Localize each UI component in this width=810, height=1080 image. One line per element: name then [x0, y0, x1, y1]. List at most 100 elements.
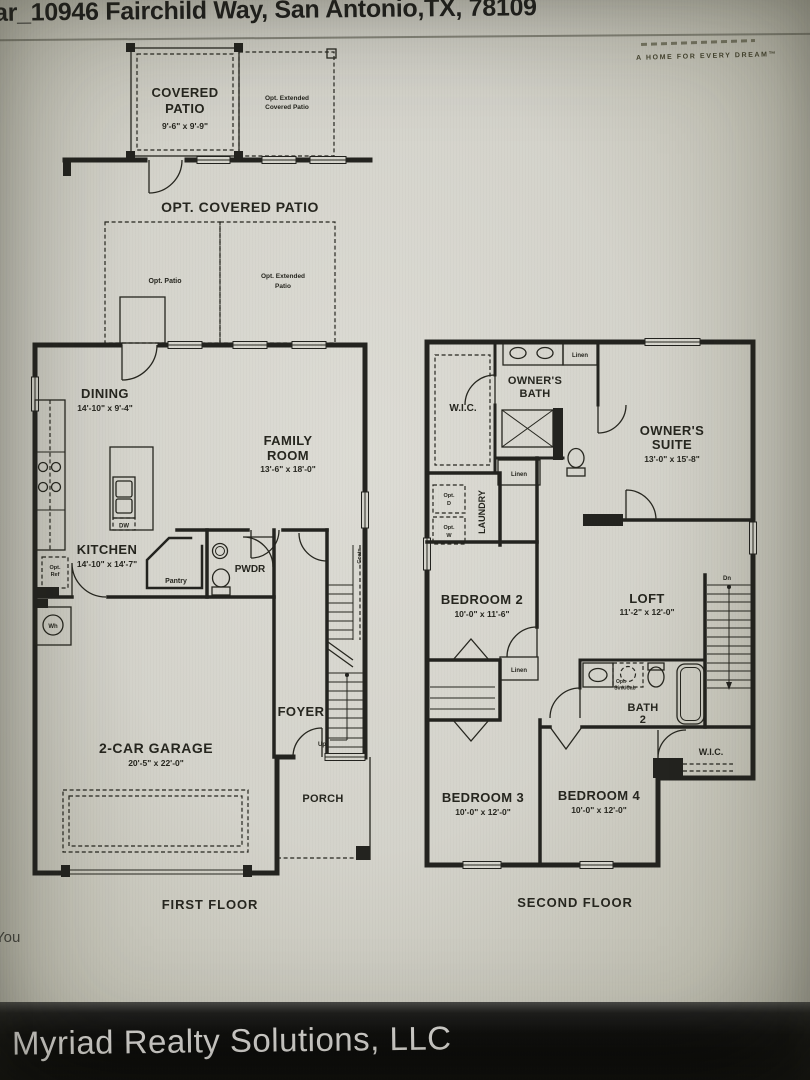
second-floor-title: SECOND FLOOR: [517, 895, 633, 910]
door-arc: [148, 159, 183, 194]
patio-post-optional: [326, 48, 337, 59]
dn-label: Dn: [723, 576, 731, 582]
opt-ref-label: Opt.: [50, 565, 61, 571]
bedroom4-label: BEDROOM 4: [558, 788, 641, 803]
opt-washer-label: Opt.: [444, 525, 455, 531]
door-arc: [298, 532, 328, 562]
opt-dryer-label: Opt.: [444, 493, 455, 499]
opt-ext-patio-label: Opt. Extended: [261, 273, 305, 280]
linen-closet-lower: Linen: [499, 656, 539, 681]
opt-dryer-label: D: [447, 501, 451, 507]
foyer-label: FOYER: [278, 704, 325, 719]
window: [196, 156, 347, 164]
covered-patio-label: COVERED: [151, 85, 218, 100]
powder-room: PWDR: [211, 536, 274, 596]
interior-walls: [33, 528, 329, 759]
bifold-door: [452, 719, 490, 742]
second-floor-plan: W.I.C. Linen O: [423, 338, 757, 910]
owners-bath: Linen OWNER'S BATH: [493, 340, 627, 477]
covered-patio-inset: COVERED PATIO 9'-6" x 9'-9" Opt. Extende…: [62, 43, 373, 215]
opt-sink-label: Opt.: [616, 679, 627, 685]
window: [423, 338, 757, 869]
first-floor-walls: [31, 341, 369, 877]
laundry-label: LAUNDRY: [477, 490, 487, 534]
back-wic: W.I.C.: [653, 729, 733, 778]
owners-suite-label: SUITE: [652, 437, 692, 452]
bedroom3-label: BEDROOM 3: [442, 790, 524, 805]
entry-porch: PORCH: [274, 727, 371, 860]
door-arc: [657, 729, 687, 759]
bathtub-icon: [676, 663, 705, 725]
bedroom4-dims: 10'-0" x 12'-0": [571, 805, 627, 815]
opt-sink-label: Sink/Cab: [614, 686, 635, 692]
door-arc: [242, 536, 274, 568]
builder-tagline: A HOME FOR EVERY DREAM™: [635, 51, 778, 62]
pantry-walls: [145, 536, 204, 590]
stairs-up: Coats Up: [318, 528, 363, 759]
door-arc: [71, 562, 107, 598]
bifold-door: [452, 638, 490, 661]
sink-icon: [211, 542, 229, 560]
first-floor-plan: COVERED PATIO 9'-6" x 9'-9" Opt. Extende…: [31, 43, 373, 912]
door-arc: [597, 404, 627, 434]
cropped-side-text: You: [0, 929, 21, 946]
bath2-label: 2: [640, 714, 646, 726]
kitchen-dims: 14'-10" x 14'-7": [77, 559, 137, 569]
covered-patio-dims: 9'-6" x 9'-9": [162, 121, 208, 131]
patio-post: [234, 43, 243, 52]
garage-door-tracks: [62, 789, 249, 853]
wic-back-label: W.I.C.: [699, 747, 724, 757]
pantry-label: Pantry: [165, 578, 187, 585]
owners-bath-label: BATH: [520, 388, 551, 400]
bifold-door: [549, 726, 583, 751]
dining-dims: 14'-10" x 9'-4": [77, 403, 133, 413]
garage-dims: 20'-5" x 22'-0": [128, 758, 184, 768]
opt-ext-covered-patio-label: Covered Patio: [265, 104, 309, 111]
opt-ext-covered-patio-label: Opt. Extended: [265, 95, 309, 102]
linen-closet-mid: Linen: [497, 459, 541, 486]
stairs-down: Dn: [703, 573, 751, 729]
toilet-icon: [566, 447, 586, 477]
opt-refrigerator: Opt. Ref: [41, 556, 69, 589]
opt-washer-label: W: [446, 533, 452, 539]
kitchen-counter: [34, 399, 66, 551]
linen-label: Linen: [511, 472, 527, 478]
owners-suite: OWNER'S SUITE 13'-0" x 15'-8": [583, 423, 755, 526]
bedroom3-dims: 10'-0" x 12'-0": [455, 807, 511, 817]
porch-post: [356, 846, 370, 860]
bedroom4-walls: [538, 718, 755, 867]
double-vanity-icon: [502, 341, 564, 366]
family-room-label: ROOM: [267, 448, 309, 463]
door-arc: [292, 727, 323, 758]
first-floor-title: FIRST FLOOR: [162, 897, 259, 912]
family-room-dims: 13'-6" x 18'-0": [260, 464, 316, 474]
wic-label: W.I.C.: [449, 403, 476, 414]
opt-ext-patio-label: Patio: [275, 283, 291, 290]
door-arc: [506, 626, 538, 658]
covered-patio-label: PATIO: [165, 101, 205, 116]
family-room-label: FAMILY: [264, 433, 313, 448]
porch-label: PORCH: [302, 793, 343, 805]
optional-patio-areas: Opt. Patio Opt. Extended Patio: [104, 221, 336, 344]
opt-patio-label: Opt. Patio: [148, 278, 181, 285]
footer-band: Myriad Realty Solutions, LLC: [0, 1002, 810, 1080]
linen-closet: Linen: [562, 341, 598, 366]
builder-wordmark-faded: [640, 39, 756, 46]
loft-dims: 11'-2" x 12'-0": [619, 607, 674, 617]
opt-covered-patio-caption: OPT. COVERED PATIO: [161, 199, 319, 215]
patio-post: [126, 43, 135, 52]
window: [31, 341, 369, 529]
door-arc: [625, 489, 657, 521]
linen-label: Linen: [572, 353, 588, 359]
kitchen-label: KITCHEN: [77, 542, 138, 557]
bedroom2-dims: 10'-0" x 11'-6": [454, 609, 509, 619]
laundry-room: Opt. D Opt. W LAUNDRY: [425, 471, 539, 547]
kitchen-island: DW: [109, 446, 154, 531]
loft-label: LOFT: [629, 591, 665, 606]
shower-icon: [501, 409, 554, 448]
dishwasher-label: DW: [119, 524, 129, 530]
door-arc: [549, 687, 581, 719]
toilet-icon: [211, 568, 231, 596]
shared-closet: [425, 638, 502, 742]
door-arc: [464, 374, 496, 406]
